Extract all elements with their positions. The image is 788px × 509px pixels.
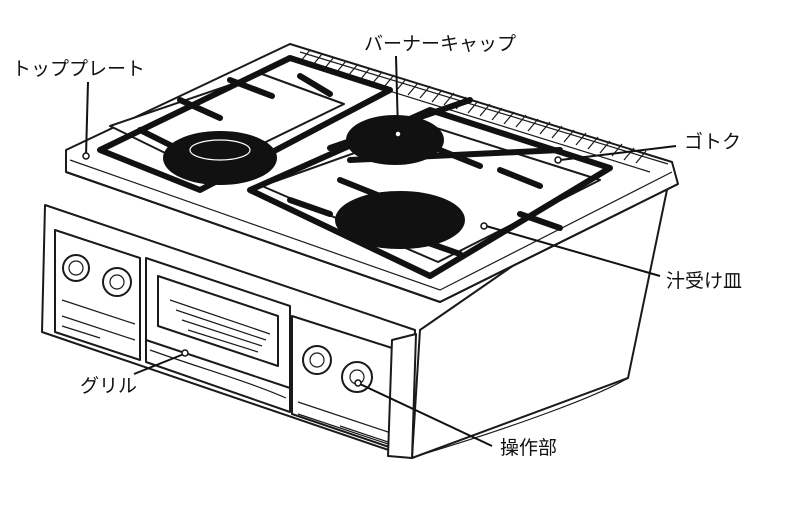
grill-assembly [145, 257, 291, 413]
callout-controls: 操作部 [354, 379, 557, 459]
label-controls: 操作部 [500, 437, 557, 459]
leader-trivet [559, 145, 677, 161]
burner-right [335, 191, 465, 249]
label-top-plate: トッププレート [12, 58, 145, 80]
leader-controls [359, 383, 493, 447]
callout-drip-pan: 汁受け皿 [480, 222, 742, 292]
cabinet-end-post [387, 333, 417, 459]
left-knob-2 [102, 267, 132, 297]
anchor-grill [181, 349, 189, 357]
anchor-controls [354, 379, 362, 387]
burners [163, 115, 465, 249]
left-knob-1 [62, 254, 90, 282]
right-knob-2 [341, 361, 373, 393]
callout-grill: グリル [80, 349, 189, 397]
leader-drip-pan [485, 225, 661, 277]
side-panel-bottom-edge [419, 377, 629, 456]
left-control-panel [54, 229, 141, 361]
callout-top-plate: トッププレート [12, 58, 145, 160]
burner-rear [346, 115, 444, 165]
callout-burner-cap: バーナーキャップ [364, 33, 516, 138]
anchor-trivet [554, 156, 562, 164]
top-plate-front-edge [65, 171, 679, 303]
leader-grill [133, 353, 185, 375]
label-trivet: ゴトク [684, 131, 741, 153]
top-plate-rim [69, 159, 673, 291]
burner-left [163, 131, 277, 185]
label-grill: グリル [80, 375, 137, 397]
leader-burner-cap [395, 55, 399, 133]
stove-illustration [41, 43, 679, 459]
anchor-drip-pan [480, 222, 488, 230]
callout-trivet: ゴトク [554, 131, 741, 164]
burner-left-ring [189, 139, 251, 161]
anchor-burner-cap [394, 130, 402, 138]
label-drip-pan: 汁受け皿 [666, 270, 742, 292]
label-burner-cap: バーナーキャップ [364, 33, 516, 55]
leader-top-plate [85, 81, 89, 157]
anchor-top-plate [82, 152, 90, 160]
right-knob-1 [302, 345, 332, 375]
